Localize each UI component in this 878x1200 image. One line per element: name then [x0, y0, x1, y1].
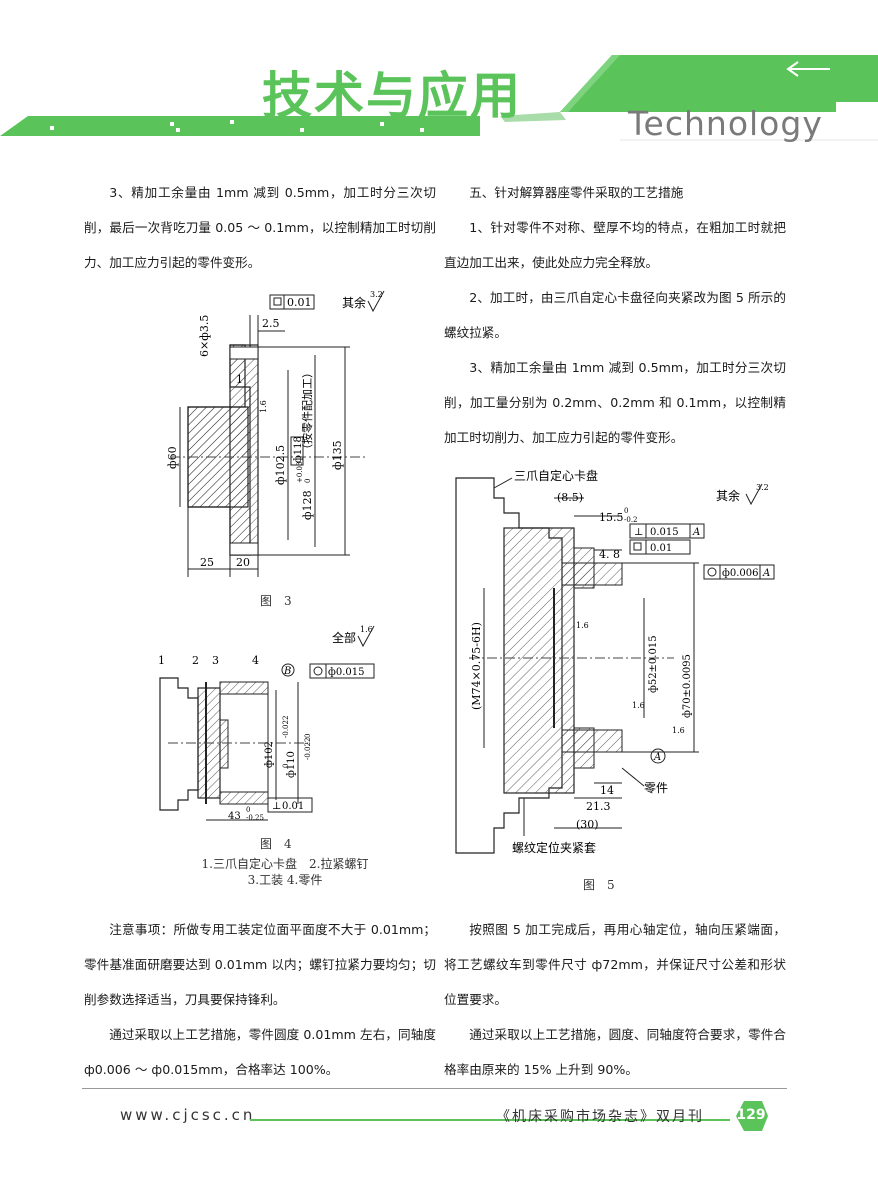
fig5-dim-8-5: (8.5)	[557, 491, 583, 504]
left-bottom-text: 注意事项：所做专用工装定位面平面度不大于 0.01mm；零件基准面研磨要达到 0…	[84, 912, 436, 1087]
fig3-dim-1: 1	[236, 373, 243, 386]
fig3-flatness-value: 0.01	[287, 296, 312, 309]
section-title: 技术与应用	[262, 67, 522, 125]
fig5-ra-1-6-a: 1.6	[576, 621, 589, 630]
fig4-d110-lo: -0.022	[304, 738, 312, 760]
section-title-english: Technology	[628, 104, 823, 143]
fig4-len-lo: -0.25	[246, 814, 264, 822]
figure-4-legend-line2: 3.工装 4.零件	[247, 873, 323, 887]
svg-text:⊥: ⊥	[634, 527, 643, 538]
fig4-all-label: 全部	[332, 630, 356, 645]
fig4-datum-b: B	[283, 666, 291, 677]
fig5-ra-1-6-b: 1.6	[632, 701, 645, 710]
fig3-dim-25: 25	[200, 556, 214, 569]
fig5-perp-datum: A	[692, 527, 700, 538]
fig4-callout-4: 4	[252, 654, 259, 667]
fig4-dim-d110: ф110	[286, 751, 297, 778]
fig5-perp-value: 0.015	[650, 527, 679, 538]
figure-5-caption: 图 5	[583, 878, 615, 892]
page-badge-shape	[736, 1101, 768, 1131]
header-banner	[0, 0, 878, 150]
fig5-dim-d70: ф70±0.0095	[682, 654, 693, 718]
figure-3-drawing: 0.01 其余 3.2 2.5 6×ф3.5 1 1.6 ф60 ф102.5 …	[166, 290, 385, 577]
figure-4-legend: 1.三爪自定心卡盘 2.拉紧螺钉 3.工装 4.零件	[170, 856, 400, 888]
fig4-callout-2: 2	[192, 654, 199, 667]
footer-magazine: 《机床采购市场杂志》双月刊	[496, 1109, 704, 1125]
fig3-ra-1-6: 1.6	[259, 400, 268, 413]
fig5-rest-label: 其余	[716, 488, 740, 503]
fig5-dim-30: (30)	[576, 818, 599, 831]
fig5-dim-4-8: 4. 8	[599, 548, 620, 561]
fig3-dim-d118: ф118	[293, 436, 304, 463]
figure-4-legend-line1: 1.三爪自定心卡盘 2.拉紧螺钉	[201, 857, 369, 871]
fig3-dim-d60: ф60	[166, 446, 179, 469]
right-paragraph-2: 2、加工时，由三爪自定心卡盘径向夹紧改为图 5 所示的螺纹拉紧。	[444, 290, 786, 340]
figure-4-drawing: 全部 1.6 1 2 3 4 B ф0.015 ⊥ 0.01 ф102 -0.0…	[158, 625, 375, 822]
fig5-dim-21-3: 21.3	[586, 800, 611, 813]
intro-paragraph: 3、精加工余量由 1mm 减到 0.5mm，加工时分三次切削，最后一次背吃刀量 …	[84, 185, 436, 270]
fig3-tol-up: +0.03	[296, 462, 304, 483]
left-intro: 3、精加工余量由 1mm 减到 0.5mm，加工时分三次切削，最后一次背吃刀量 …	[84, 175, 436, 280]
fig5-datum-a: A	[653, 752, 661, 763]
right-heading: 五、针对解算器座零件采取的工艺措施	[469, 185, 684, 200]
fig3-dim-d102-5: ф102.5	[274, 445, 287, 485]
page-number: 129	[736, 1107, 766, 1123]
figure-4-caption: 图 4	[260, 837, 292, 851]
svg-text:⊥: ⊥	[272, 801, 281, 812]
right-paragraph-1: 1、针对零件不对称、壁厚不均的特点，在粗加工时就把直边加工出来，使此处应力完全释…	[444, 220, 786, 270]
fig5-d155-up: 0	[624, 507, 628, 515]
fig4-callout-1: 1	[158, 654, 165, 667]
figure-3: 0.01 其余 3.2 2.5 6×ф3.5 1 1.6 ф60 ф102.5 …	[150, 285, 430, 580]
right-paragraph-5: 通过采取以上工艺措施，圆度、同轴度符合要求，零件合格率由原来的 15% 上升到 …	[444, 1027, 786, 1077]
fig5-flat-value: 0.01	[650, 543, 672, 554]
fig5-dim-m74: (M74×0.75-6H)	[470, 622, 483, 710]
page-number-badge: 129	[730, 1098, 770, 1134]
fig5-ra-value: 3.2	[756, 483, 769, 492]
fig3-dim-d135: ф135	[331, 440, 344, 470]
footer-website[interactable]: www.cjcsc.cn	[120, 1106, 256, 1124]
fig4-callout-3: 3	[212, 654, 219, 667]
figure-4: 全部 1.6 1 2 3 4 B ф0.015 ⊥ 0.01 ф102 -0.0…	[148, 620, 378, 825]
right-top-text: 五、针对解算器座零件采取的工艺措施 1、针对零件不对称、壁厚不均的特点，在粗加工…	[444, 175, 786, 455]
fig4-d102-up: -0.022	[282, 716, 290, 738]
fig4-len-up: 0	[246, 806, 250, 814]
fig5-ra-1-6-c: 1.6	[672, 726, 685, 735]
figure-5: 三爪自定心卡盘 其余 3.2 (8.5) 15.5 0 -0.2 ⊥ 0.015…	[454, 468, 784, 860]
figure-5-drawing: 三爪自定心卡盘 其余 3.2 (8.5) 15.5 0 -0.2 ⊥ 0.015…	[455, 468, 775, 855]
fig3-dim-d128: ф128	[301, 490, 314, 520]
result-paragraph: 通过采取以上工艺措施，零件圆度 0.01mm 左右，同轴度 ф0.006 ～ ф…	[84, 1027, 436, 1077]
fig5-circ-datum: A	[762, 568, 770, 579]
fig5-part-label: 零件	[644, 781, 668, 795]
fig5-dim-d52: ф52±0.015	[648, 635, 659, 693]
fig5-d155-lo: -0.2	[624, 516, 638, 524]
fig3-holes-label: 6×ф3.5	[198, 315, 211, 357]
fig4-dim-d102: ф102	[264, 741, 275, 768]
fig4-d110-up: 0	[304, 734, 312, 738]
fig5-dim-14: 14	[600, 784, 614, 797]
fig5-chuck-label: 三爪自定心卡盘	[514, 468, 598, 483]
fig3-note: （按零件配加工）	[300, 367, 314, 455]
fig3-dim-20: 20	[236, 556, 250, 569]
header-graphic	[0, 55, 878, 141]
right-bottom-text: 按照图 5 加工完成后，再用心轴定位，轴向压紧端面，将工艺螺纹车到零件尺寸 ф7…	[444, 912, 786, 1087]
fig4-dim-len: 43	[228, 811, 241, 822]
fig3-ra-value: 3.2	[370, 290, 383, 299]
fig3-dim-2-5: 2.5	[262, 317, 280, 330]
right-paragraph-3: 3、精加工余量由 1mm 减到 0.5mm，加工时分三次切削，加工量分别为 0.…	[444, 360, 786, 445]
fig4-d102-lo: 0	[282, 764, 290, 768]
fig5-sleeve-label: 螺纹定位夹紧套	[512, 840, 596, 855]
figure-3-caption: 图 3	[260, 594, 292, 608]
fig4-runout-value: ф0.015	[328, 667, 364, 678]
fig4-perp-value: 0.01	[282, 801, 304, 812]
footer-accent-line	[250, 1119, 730, 1121]
fig5-circ-value: ф0.006	[722, 568, 758, 579]
footer-rule	[82, 1088, 787, 1089]
fig5-dim-15-5: 15.5	[599, 511, 624, 524]
right-paragraph-4: 按照图 5 加工完成后，再用心轴定位，轴向压紧端面，将工艺螺纹车到零件尺寸 ф7…	[444, 922, 786, 1007]
fig4-ra-value: 1.6	[360, 625, 373, 634]
fig3-rest-label: 其余	[342, 295, 366, 310]
fig3-tol-lo: 0	[304, 479, 312, 483]
note-paragraph: 注意事项：所做专用工装定位面平面度不大于 0.01mm；零件基准面研磨要达到 0…	[84, 922, 436, 1007]
